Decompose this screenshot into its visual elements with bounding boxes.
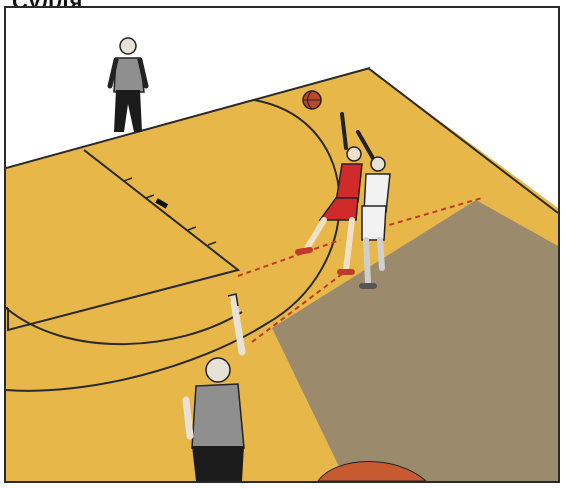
basketball-icon — [303, 91, 321, 109]
illustration-frame — [4, 6, 560, 483]
court-illustration — [6, 8, 558, 481]
referee-icon — [110, 38, 146, 132]
